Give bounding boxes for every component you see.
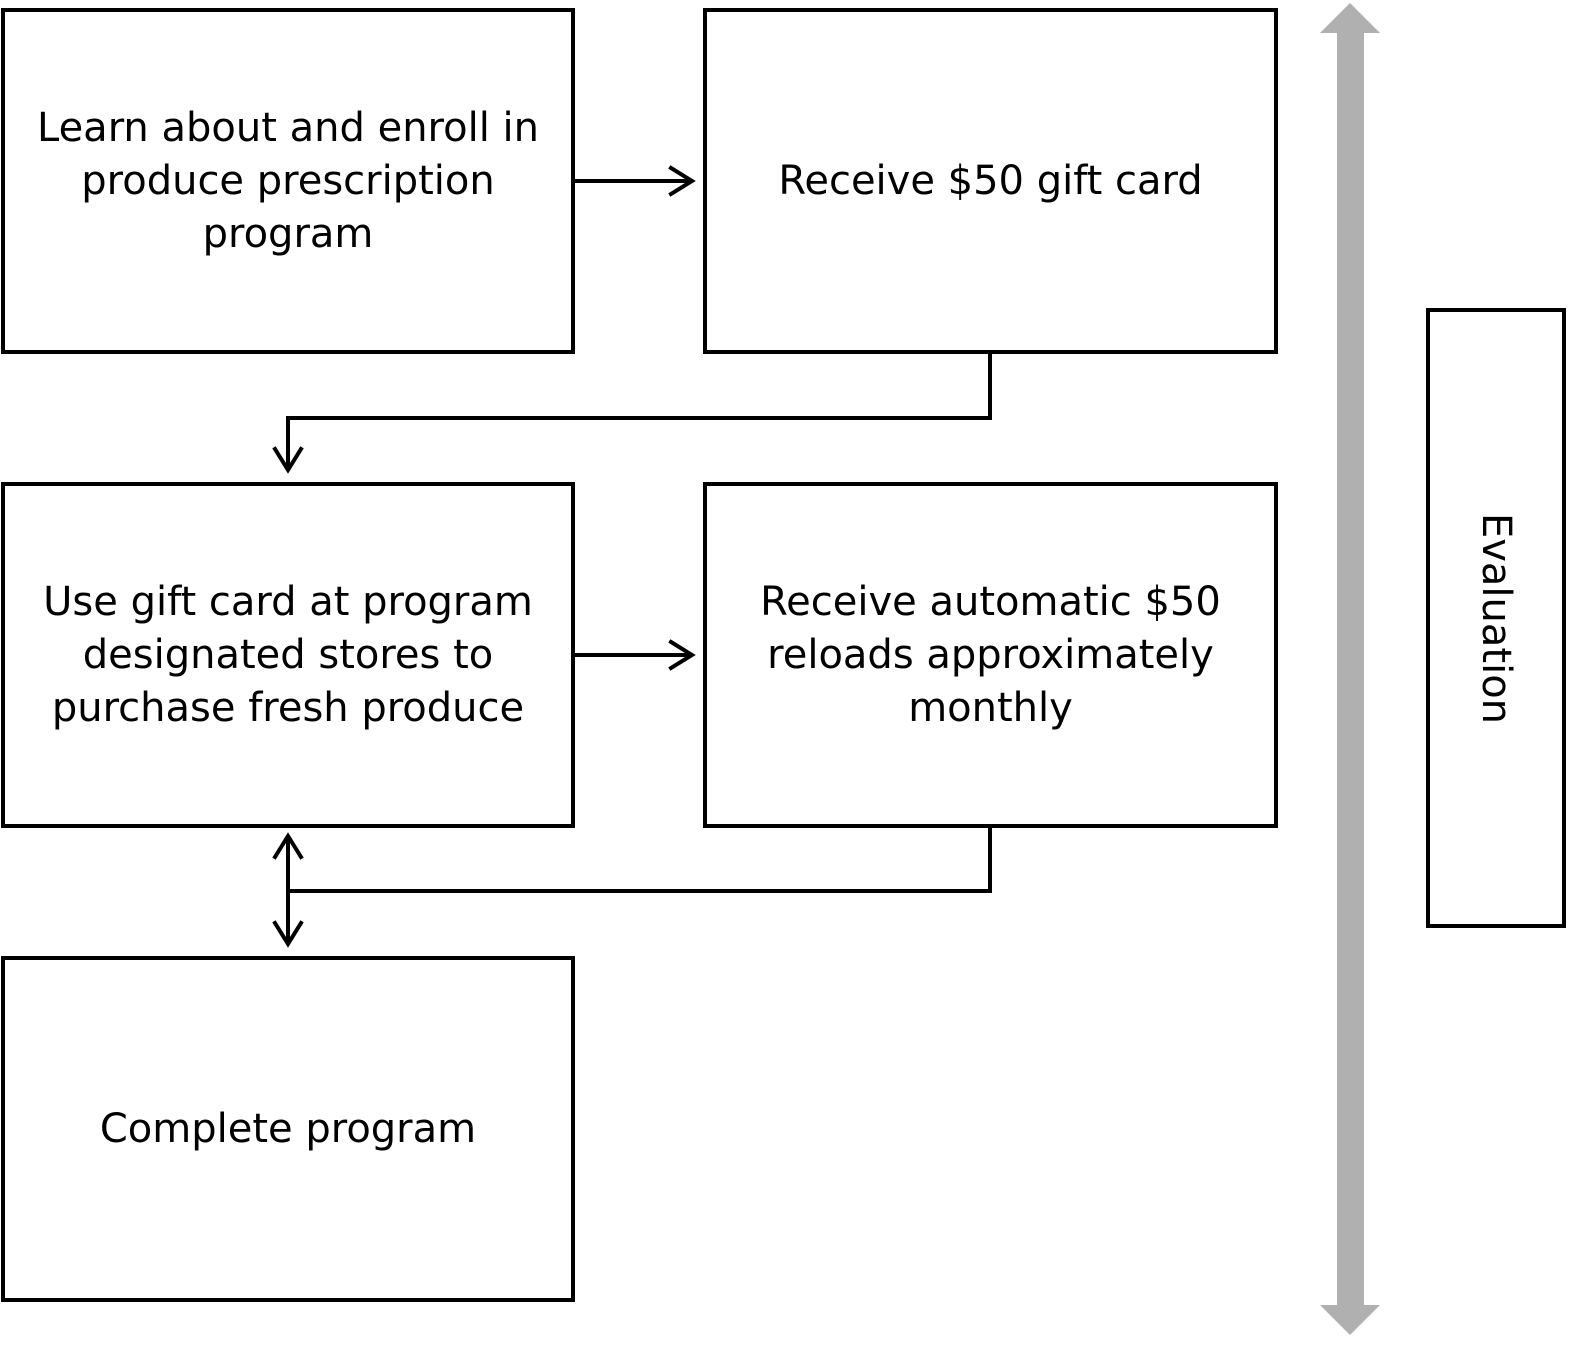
step-receive-card-text: Receive $50 gift card [778,157,1203,204]
step-receive-card-box: Receive $50 gift card [703,8,1278,354]
step-enroll-text: Learn about and enroll in produce prescr… [36,104,539,257]
arrow-enroll-to-receive [573,165,696,197]
arrow-use-to-reloads [573,639,696,671]
double-arrow-use-complete [272,832,304,948]
evaluation-box: Evaluation [1426,308,1566,928]
connector-reloads-to-junction [286,826,992,893]
step-enroll-box: Learn about and enroll in produce prescr… [1,8,575,354]
step-use-card-text: Use gift card at program designated stor… [43,578,533,731]
arrow-receive-to-use [272,352,992,474]
evaluation-timeline-arrow [1320,3,1380,1335]
step-complete-text: Complete program [99,1105,477,1152]
step-reloads-box: Receive automatic $50 reloads approximat… [703,482,1278,828]
step-use-card-box: Use gift card at program designated stor… [1,482,575,828]
evaluation-label: Evaluation [1473,512,1520,724]
step-complete-box: Complete program [1,956,575,1302]
step-reloads-text: Receive automatic $50 reloads approximat… [760,578,1221,731]
